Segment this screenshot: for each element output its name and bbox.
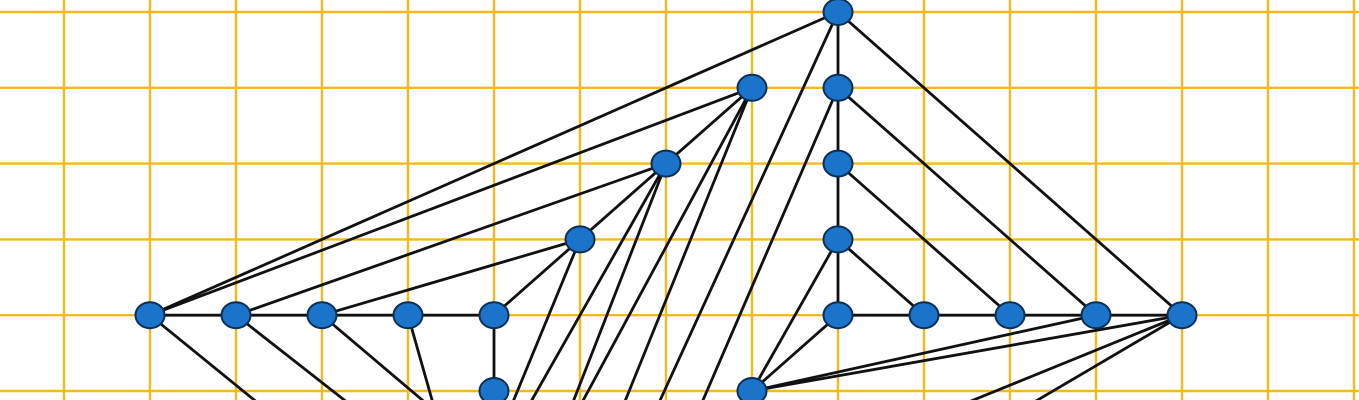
- graph-node: [822, 0, 854, 26]
- graph-edge-offscreen: [512, 237, 582, 400]
- graph-node: [392, 301, 424, 330]
- graph-edge: [750, 237, 840, 393]
- graph-edge: [750, 313, 1184, 393]
- graph-node: [822, 225, 854, 254]
- graph-edge: [836, 10, 1184, 317]
- graph-node: [736, 73, 768, 102]
- graph-edge: [148, 86, 754, 317]
- graph-node: [478, 301, 510, 330]
- graph-edge: [578, 162, 668, 241]
- graph-node: [1166, 301, 1198, 330]
- graph-node: [822, 73, 854, 102]
- graph-edge-offscreen: [406, 313, 434, 400]
- graph-edge-offscreen: [623, 86, 754, 400]
- graph-node: [478, 377, 510, 400]
- graph-node: [220, 301, 252, 330]
- graph-edge: [148, 10, 840, 317]
- graph-node: [736, 377, 768, 400]
- graph-edge-offscreen: [581, 86, 754, 400]
- graph-node: [822, 301, 854, 330]
- graph-edge-offscreen: [658, 10, 840, 400]
- graph-node: [306, 301, 338, 330]
- graph-edge: [836, 162, 1012, 317]
- graph-edge-offscreen: [320, 313, 425, 400]
- graph-edge-offscreen: [234, 313, 347, 400]
- graph-node: [994, 301, 1026, 330]
- graph-edge: [836, 86, 1098, 317]
- graph-node: [1080, 301, 1112, 330]
- graph-edge-offscreen: [530, 162, 668, 400]
- graph-edge: [750, 313, 1098, 393]
- graph-edge-offscreen: [572, 162, 668, 400]
- graph-edge: [320, 237, 582, 317]
- graph-node: [650, 149, 682, 178]
- graph-edge: [664, 86, 754, 166]
- graph-node: [908, 301, 940, 330]
- graph-node: [822, 149, 854, 178]
- graph-edge: [234, 162, 668, 317]
- graph-edge-offscreen: [701, 86, 840, 400]
- graph-node: [134, 301, 166, 330]
- graph-edge: [750, 313, 840, 393]
- graph-node: [564, 225, 596, 254]
- graph-edge-offscreen: [969, 313, 1184, 400]
- graph-edge-offscreen: [1034, 313, 1184, 400]
- graph-edge-offscreen: [148, 313, 257, 400]
- graph-edge: [836, 237, 926, 317]
- node-layer: [134, 0, 1198, 400]
- graph-edge: [492, 237, 582, 317]
